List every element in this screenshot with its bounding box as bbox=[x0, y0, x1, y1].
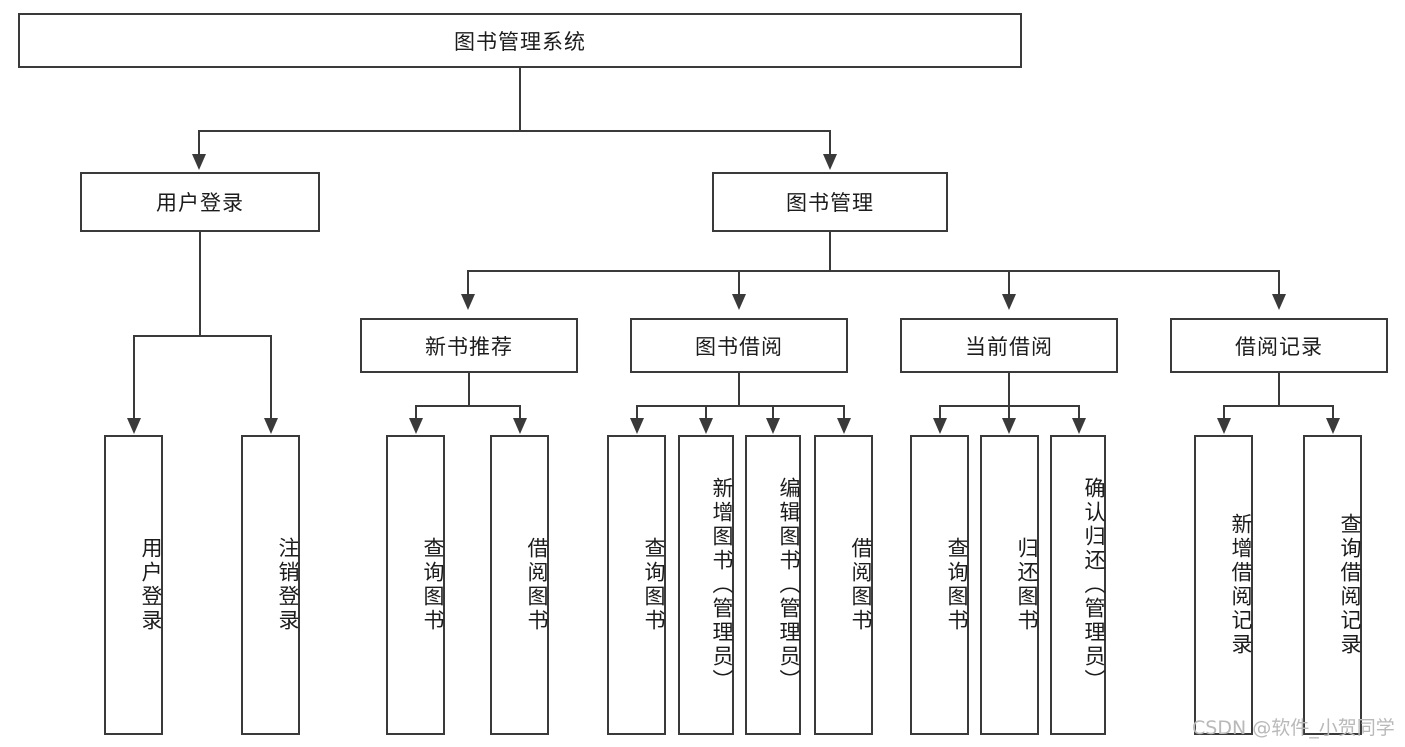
node-book-management[interactable]: 图书管理 bbox=[712, 172, 948, 232]
node-book-borrow[interactable]: 图书借阅 bbox=[630, 318, 848, 373]
edge-book-management-stem bbox=[829, 232, 831, 272]
edge-cb-drop-2 bbox=[1008, 405, 1010, 419]
arrow-to-book-borrow bbox=[732, 294, 746, 310]
arrow-to-leaf-bb-query-book bbox=[630, 418, 644, 434]
edge-bb-drop-3 bbox=[772, 405, 774, 419]
edge-bb-drop-4 bbox=[843, 405, 845, 419]
edge-bb-drop-2 bbox=[705, 405, 707, 419]
edge-root-drop-right bbox=[829, 130, 831, 156]
leaf-user-login[interactable]: 用户登录 bbox=[104, 435, 163, 735]
leaf-cb-return-book[interactable]: 归还图书 bbox=[980, 435, 1039, 735]
node-label: 借阅记录 bbox=[1235, 334, 1323, 359]
arrow-to-leaf-nbr-query-book bbox=[409, 418, 423, 434]
edge-cb-bus bbox=[940, 405, 1080, 407]
arrow-to-new-book-recommend bbox=[461, 294, 475, 310]
arrow-to-leaf-bb-add-book bbox=[699, 418, 713, 434]
edge-bb-stem bbox=[738, 373, 740, 406]
node-label: 当前借阅 bbox=[965, 334, 1053, 359]
edge-user-login-bus bbox=[134, 335, 272, 337]
leaf-bb-edit-book[interactable]: 编辑图书（管理员） bbox=[745, 435, 801, 735]
edge-nbr-drop-2 bbox=[519, 405, 521, 419]
arrow-to-leaf-cb-confirm-return bbox=[1072, 418, 1086, 434]
node-label: 确认归还（管理员） bbox=[1082, 477, 1106, 693]
node-label: 编辑图书（管理员） bbox=[777, 477, 801, 693]
node-borrow-record[interactable]: 借阅记录 bbox=[1170, 318, 1388, 373]
node-label: 查询图书 bbox=[642, 537, 666, 633]
edge-br-drop-2 bbox=[1332, 405, 1334, 419]
edge-nbr-bus bbox=[416, 405, 521, 407]
node-root-library-system[interactable]: 图书管理系统 bbox=[18, 13, 1022, 68]
edge-bm-drop-2 bbox=[738, 270, 740, 296]
leaf-bb-borrow-book[interactable]: 借阅图书 bbox=[814, 435, 873, 735]
edge-bm-drop-1 bbox=[467, 270, 469, 296]
edge-bm-drop-3 bbox=[1008, 270, 1010, 296]
arrow-to-current-borrow bbox=[1002, 294, 1016, 310]
node-label: 归还图书 bbox=[1015, 537, 1039, 633]
node-label: 用户登录 bbox=[139, 537, 163, 633]
node-label: 借阅图书 bbox=[849, 537, 873, 633]
node-label: 查询图书 bbox=[945, 537, 969, 633]
edge-br-stem bbox=[1278, 373, 1280, 406]
edge-br-bus bbox=[1224, 405, 1334, 407]
edge-bb-bus bbox=[637, 405, 845, 407]
arrow-to-user-login bbox=[192, 154, 206, 170]
watermark-text: CSDN @软件_小贺同学 bbox=[1192, 717, 1395, 739]
node-label: 注销登录 bbox=[276, 537, 300, 633]
edge-cb-stem bbox=[1008, 373, 1010, 406]
leaf-bb-query-book[interactable]: 查询图书 bbox=[607, 435, 666, 735]
leaf-cb-confirm-return[interactable]: 确认归还（管理员） bbox=[1050, 435, 1106, 735]
node-current-borrow[interactable]: 当前借阅 bbox=[900, 318, 1118, 373]
arrow-to-leaf-br-add-record bbox=[1217, 418, 1231, 434]
leaf-bb-add-book[interactable]: 新增图书（管理员） bbox=[678, 435, 734, 735]
arrow-to-leaf-cb-return-book bbox=[1002, 418, 1016, 434]
leaf-cb-query-book[interactable]: 查询图书 bbox=[910, 435, 969, 735]
leaf-nbr-borrow-book[interactable]: 借阅图书 bbox=[490, 435, 549, 735]
node-label: 用户登录 bbox=[156, 191, 244, 215]
arrow-to-borrow-record bbox=[1272, 294, 1286, 310]
leaf-logout-login[interactable]: 注销登录 bbox=[241, 435, 300, 735]
edge-root-drop-left bbox=[198, 130, 200, 156]
edge-bb-drop-1 bbox=[636, 405, 638, 419]
edge-bm-drop-4 bbox=[1278, 270, 1280, 296]
node-label: 新增借阅记录 bbox=[1229, 513, 1253, 657]
arrow-to-leaf-user-login bbox=[127, 418, 141, 434]
edge-nbr-stem bbox=[468, 373, 470, 406]
arrow-to-leaf-bb-borrow-book bbox=[837, 418, 851, 434]
arrow-to-leaf-logout bbox=[264, 418, 278, 434]
node-new-book-recommend[interactable]: 新书推荐 bbox=[360, 318, 578, 373]
arrow-to-book-management bbox=[823, 154, 837, 170]
arrow-to-leaf-nbr-borrow-book bbox=[513, 418, 527, 434]
edge-nbr-drop-1 bbox=[415, 405, 417, 419]
arrow-to-leaf-bb-edit-book bbox=[766, 418, 780, 434]
edge-root-stem bbox=[519, 68, 521, 130]
leaf-nbr-query-book[interactable]: 查询图书 bbox=[386, 435, 445, 735]
node-label: 新书推荐 bbox=[425, 334, 513, 359]
arrow-to-leaf-cb-query-book bbox=[933, 418, 947, 434]
node-label: 查询借阅记录 bbox=[1338, 513, 1362, 657]
edge-cb-drop-1 bbox=[939, 405, 941, 419]
edge-user-login-drop-1 bbox=[133, 335, 135, 419]
node-label: 查询图书 bbox=[421, 537, 445, 633]
edge-user-login-drop-2 bbox=[270, 335, 272, 419]
leaf-br-query-record[interactable]: 查询借阅记录 bbox=[1303, 435, 1362, 735]
node-label: 图书管理 bbox=[786, 191, 874, 215]
node-user-login[interactable]: 用户登录 bbox=[80, 172, 320, 232]
edge-cb-drop-3 bbox=[1078, 405, 1080, 419]
node-label: 新增图书（管理员） bbox=[710, 477, 734, 693]
node-label: 图书借阅 bbox=[695, 334, 783, 359]
edge-br-drop-1 bbox=[1223, 405, 1225, 419]
node-label: 借阅图书 bbox=[525, 537, 549, 633]
edge-root-bus bbox=[198, 130, 831, 132]
edge-book-management-bus bbox=[468, 270, 1280, 272]
arrow-to-leaf-br-query-record bbox=[1326, 418, 1340, 434]
node-label: 图书管理系统 bbox=[454, 29, 586, 54]
edge-user-login-stem bbox=[199, 232, 201, 336]
leaf-br-add-record[interactable]: 新增借阅记录 bbox=[1194, 435, 1253, 735]
